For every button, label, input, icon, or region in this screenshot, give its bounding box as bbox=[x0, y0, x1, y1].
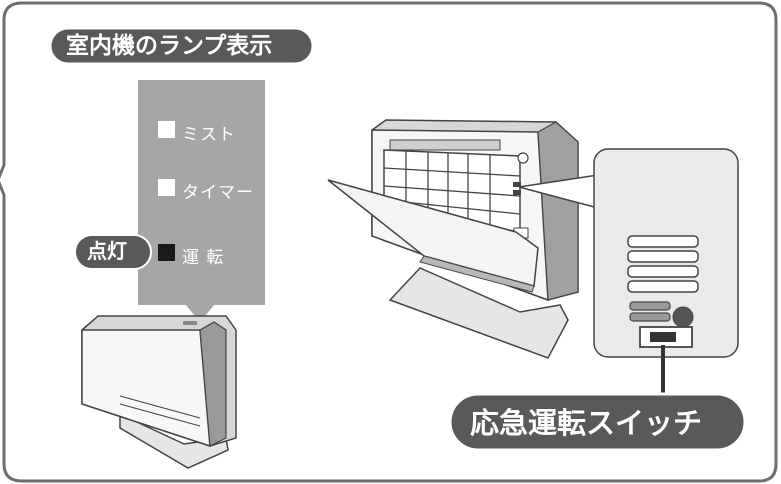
lit-badge-pill bbox=[74, 234, 152, 270]
lamp-indicator-timer bbox=[158, 179, 175, 196]
lamp-indicator-operation bbox=[158, 244, 175, 261]
small-indoor-unit-image bbox=[81, 315, 237, 469]
emergency-switch-label: 応急運転スイッチ bbox=[470, 406, 703, 440]
indoor-unit-open-front-image bbox=[327, 119, 579, 359]
title-pill bbox=[48, 26, 315, 66]
switch-label-pill bbox=[448, 392, 747, 452]
lamp-label-operation: 運 転 bbox=[182, 248, 225, 268]
lamp-label-mist: ミスト bbox=[182, 125, 236, 145]
lamp-label-timer: タイマー bbox=[182, 183, 254, 203]
switch-detail-box bbox=[593, 148, 739, 398]
lit-badge: 点灯 bbox=[87, 239, 127, 263]
lamp-indicator-mist bbox=[158, 121, 175, 138]
page-title: 室内機のランプ表示 bbox=[66, 33, 273, 59]
